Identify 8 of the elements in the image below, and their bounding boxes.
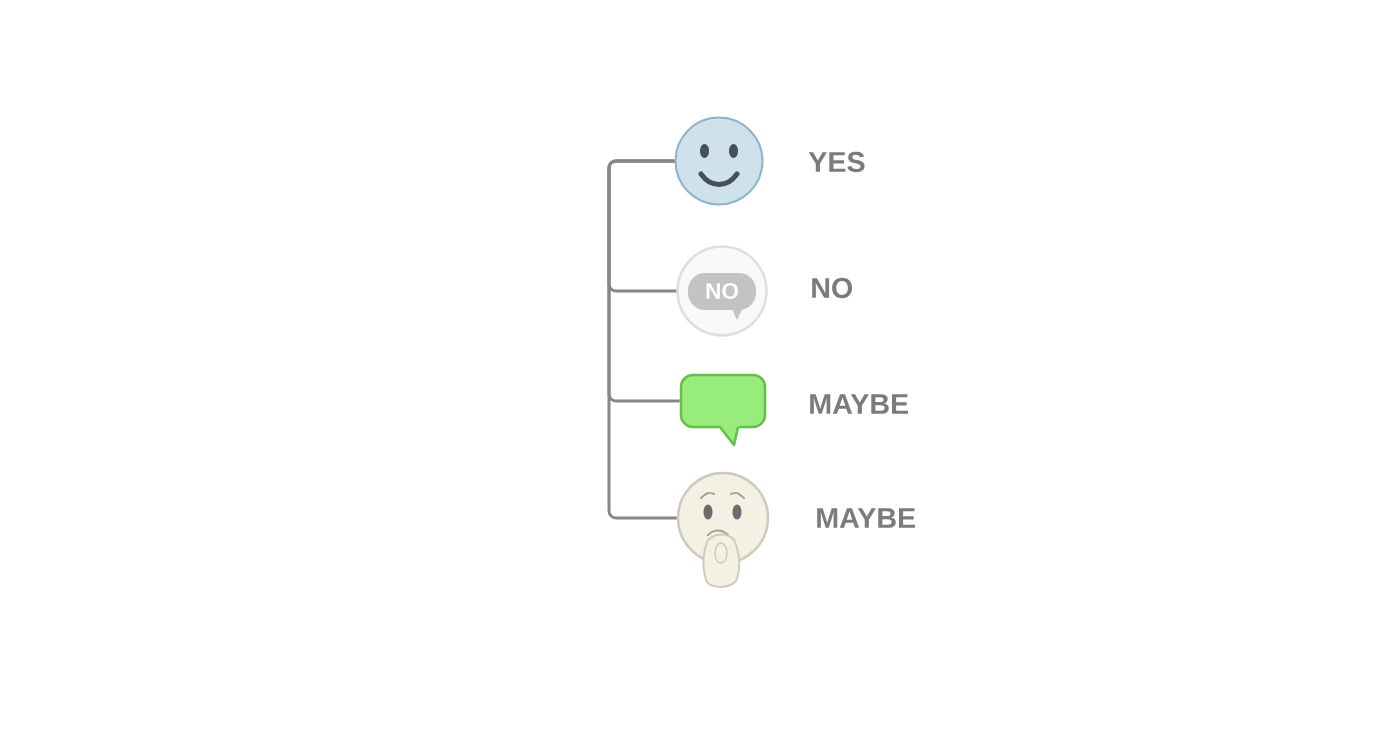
smiley-face-icon bbox=[674, 116, 764, 206]
option-label: NO bbox=[812, 277, 853, 299]
thinking-face-icon bbox=[676, 471, 770, 588]
connector-line bbox=[607, 159, 677, 520]
option-label: MAYBE bbox=[810, 394, 909, 414]
option-label: MAYBE bbox=[817, 508, 916, 528]
speech-bubble-icon bbox=[679, 373, 767, 447]
option-label: YES bbox=[808, 151, 865, 173]
